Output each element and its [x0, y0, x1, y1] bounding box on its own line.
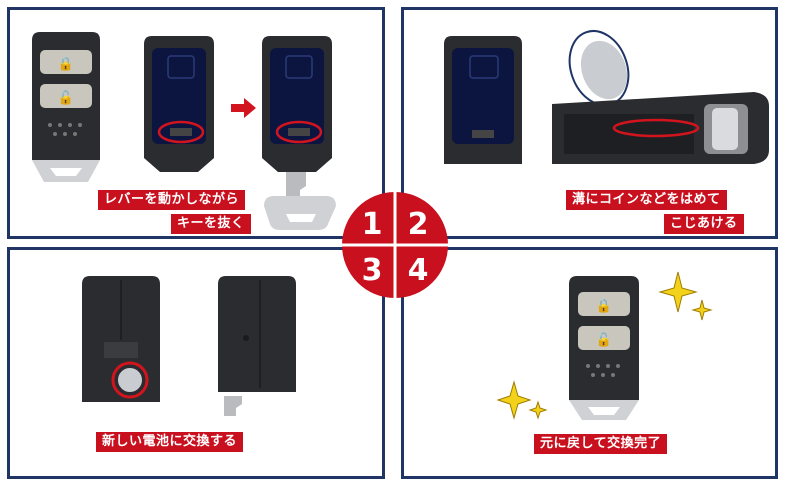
- step-2-instruction-line-1: 溝にコインなどをはめて: [566, 190, 727, 210]
- key-fob-icon: 🔒 🔓: [569, 276, 639, 420]
- fob-cover-icon: [218, 276, 296, 416]
- svg-text:🔓: 🔓: [58, 90, 74, 106]
- step-number-2: 2: [408, 207, 429, 242]
- arrow-icon: [231, 98, 256, 118]
- step-number-4: 4: [408, 253, 429, 288]
- step-1-instruction-line-2: キーを抜く: [171, 214, 251, 234]
- step-4-panel: 🔒 🔓 元に戻して交換完了: [401, 247, 778, 479]
- step-number-3: 3: [362, 253, 383, 288]
- key-fob-back-icon: [444, 36, 522, 164]
- step-3-instruction: 新しい電池に交換する: [96, 432, 244, 452]
- svg-text:🔓: 🔓: [596, 332, 612, 348]
- key-removed-icon: [262, 36, 336, 230]
- step-number-badge: 1 2 3 4: [342, 192, 448, 298]
- step-3-illustration: [82, 276, 296, 416]
- step-1-instruction-line-1: レバーを動かしながら: [98, 190, 246, 210]
- opened-fob-side-icon: [552, 92, 769, 164]
- svg-text:🔒: 🔒: [58, 57, 74, 72]
- step-3-panel: 新しい電池に交換する: [7, 247, 385, 479]
- step-4-illustration: 🔒 🔓: [496, 271, 713, 420]
- step-2-panel: 溝にコインなどをはめて こじあける: [401, 7, 778, 239]
- step-1-panel: 🔒 🔓 レバーを動かしながら キーを抜く: [7, 7, 385, 239]
- step-2-illustration: [444, 30, 769, 164]
- step-2-instruction-line-2: こじあける: [664, 214, 744, 234]
- open-fob-battery-icon: [82, 276, 160, 402]
- step-1-illustration: 🔒 🔓: [32, 32, 336, 230]
- svg-text:🔒: 🔒: [596, 299, 612, 314]
- key-fob-icon: 🔒 🔓: [32, 32, 100, 182]
- key-fob-back-icon: [144, 36, 214, 172]
- step-number-1: 1: [362, 207, 383, 242]
- sparkle-icon: [496, 271, 713, 420]
- step-4-instruction: 元に戻して交換完了: [534, 434, 668, 454]
